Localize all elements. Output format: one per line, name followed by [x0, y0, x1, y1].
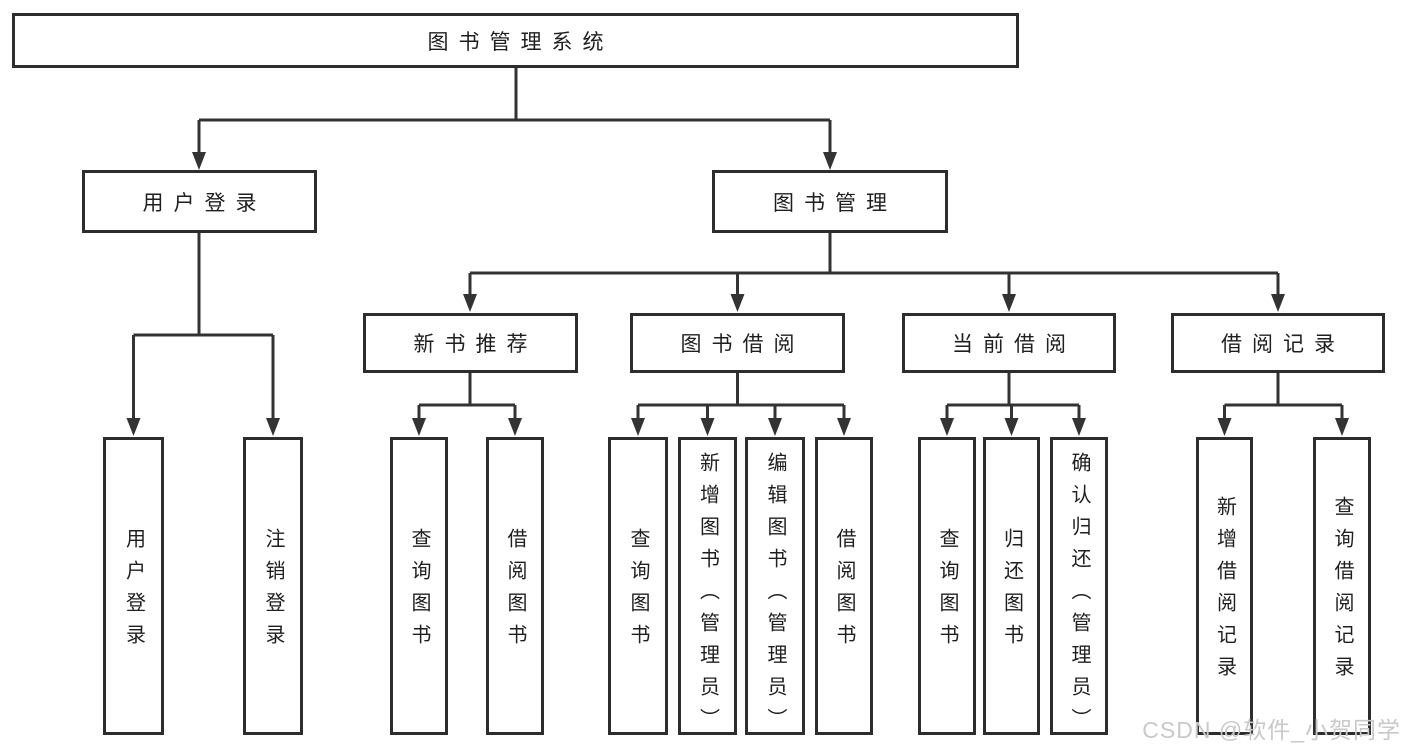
node-query-books-borrowing: 查询图书 — [608, 437, 668, 735]
node-logout: 注销登录 — [243, 437, 303, 735]
node-book-management: 图书管理 — [712, 170, 948, 233]
node-book-borrowing: 图书借阅 — [630, 313, 845, 373]
node-edit-book-admin: 编辑图书（管理员） — [745, 437, 805, 740]
node-user-login: 用户登录 — [82, 170, 317, 233]
node-current-borrowing: 当前借阅 — [902, 313, 1116, 373]
node-borrow-books-leaf: 借阅图书 — [815, 437, 873, 735]
watermark: CSDN @软件_小贺同学 — [1142, 717, 1401, 743]
node-query-books-current: 查询图书 — [918, 437, 976, 735]
node-confirm-return-admin: 确认归还（管理员） — [1050, 437, 1108, 740]
node-new-book-recommendation: 新书推荐 — [363, 313, 578, 373]
node-borrowing-records: 借阅记录 — [1171, 313, 1385, 373]
node-borrow-books-recommend: 借阅图书 — [486, 437, 544, 735]
node-query-books-recommend: 查询图书 — [390, 437, 448, 735]
node-add-book-admin: 新增图书（管理员） — [678, 437, 737, 740]
node-return-book: 归还图书 — [983, 437, 1040, 735]
node-add-borrow-record: 新增借阅记录 — [1196, 437, 1253, 735]
node-user-login-leaf: 用户登录 — [103, 437, 164, 735]
node-query-borrow-record: 查询借阅记录 — [1313, 437, 1371, 735]
node-library-management-system: 图书管理系统 — [12, 13, 1019, 68]
